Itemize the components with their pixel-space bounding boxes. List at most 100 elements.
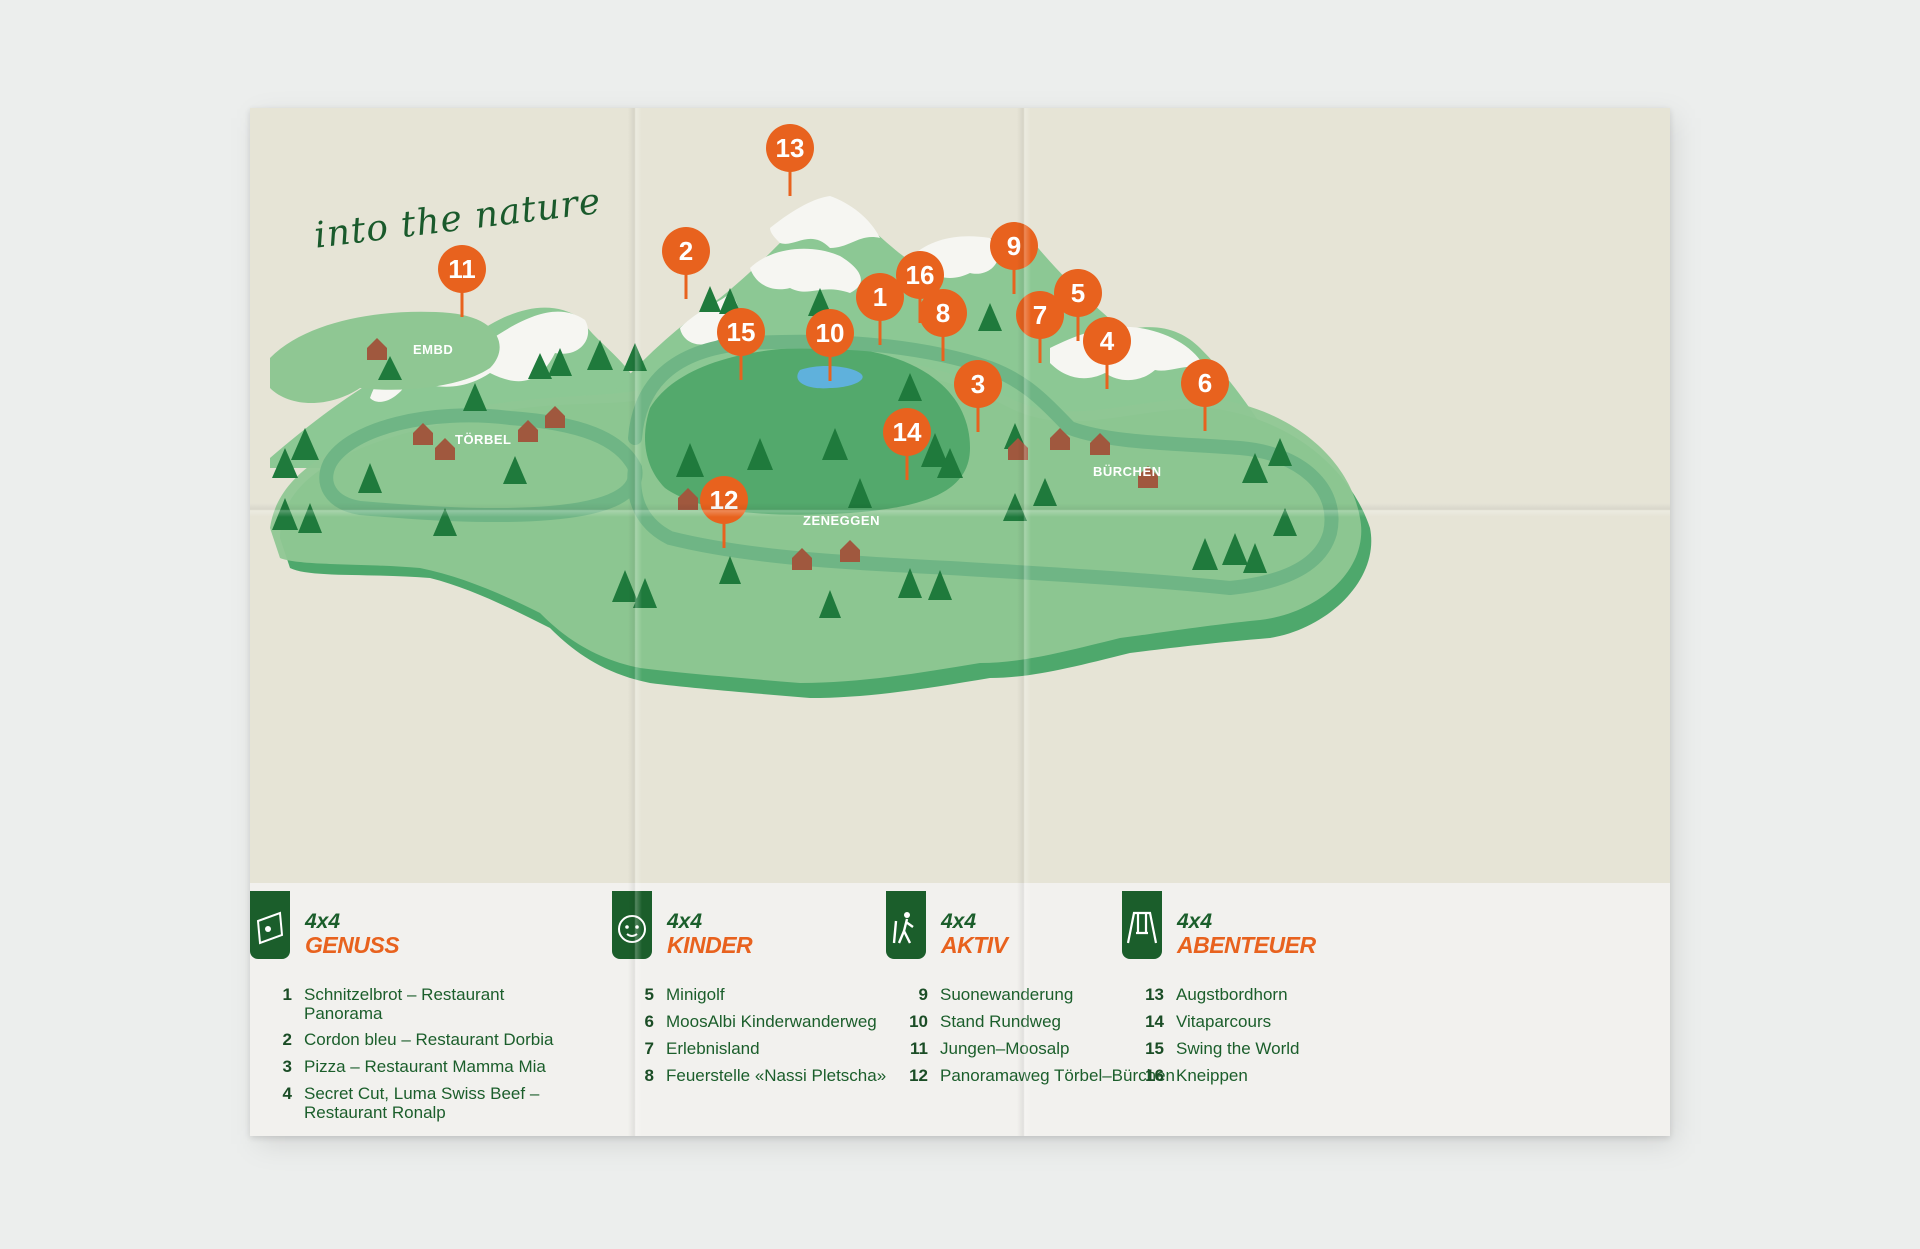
- tree: [1222, 533, 1248, 565]
- pin-number: 3: [971, 369, 985, 399]
- pin-8[interactable]: 8: [919, 289, 967, 361]
- pin-marker-icon[interactable]: [662, 227, 710, 275]
- pin-marker-icon[interactable]: [1083, 317, 1131, 365]
- pin-1[interactable]: 1: [856, 273, 904, 345]
- item-number: 5: [644, 985, 654, 1004]
- tree: [612, 570, 638, 602]
- tree: [1273, 508, 1297, 536]
- tree: [822, 428, 848, 460]
- pin-marker-icon[interactable]: [896, 251, 944, 299]
- item-number: 2: [282, 1030, 292, 1049]
- place-label-toerbel: TÖRBEL: [455, 432, 511, 447]
- pin-number: 15: [727, 317, 756, 347]
- house: [840, 540, 860, 562]
- item-text: Swing the World: [1176, 1039, 1300, 1058]
- place-label-buerchen: BÜRCHEN: [1093, 464, 1162, 479]
- tree: [937, 448, 963, 478]
- pin-16[interactable]: 16: [896, 251, 944, 323]
- category-prefix: 4x4: [941, 910, 977, 933]
- tree: [676, 443, 704, 477]
- item-text: Minigolf: [666, 985, 725, 1004]
- pin-number: 8: [936, 298, 950, 328]
- item-text: Augstbordhorn: [1176, 985, 1288, 1004]
- list-item: 16 Kneippen: [1134, 1066, 1454, 1086]
- pin-11[interactable]: 11: [438, 245, 486, 317]
- tree: [978, 303, 1002, 331]
- category-prefix: 4x4: [667, 910, 703, 933]
- pin-marker-icon[interactable]: [1181, 359, 1229, 407]
- pin-number: 1: [873, 282, 887, 312]
- pin-marker-icon[interactable]: [954, 360, 1002, 408]
- pin-12[interactable]: 12: [700, 476, 748, 548]
- tree: [291, 428, 319, 460]
- pin-4[interactable]: 4: [1083, 317, 1131, 389]
- item-number: 8: [644, 1066, 654, 1085]
- item-text: Stand Rundweg: [940, 1012, 1061, 1031]
- item-number: 16: [1145, 1066, 1164, 1085]
- item-text: Pizza – Restaurant Mamma Mia: [304, 1057, 546, 1076]
- pin-number: 12: [710, 485, 739, 515]
- item-text: Kneippen: [1176, 1066, 1248, 1085]
- pin-15[interactable]: 15: [717, 308, 765, 380]
- pin-10[interactable]: 10: [806, 309, 854, 381]
- pin-marker-icon[interactable]: [883, 408, 931, 456]
- list-item: 13 Augstbordhorn: [1134, 985, 1454, 1005]
- house: [1138, 466, 1158, 488]
- pin-marker-icon[interactable]: [806, 309, 854, 357]
- pin-marker-icon[interactable]: [700, 476, 748, 524]
- item-text: Panoramaweg Törbel–Bürchen: [940, 1066, 1175, 1085]
- pin-marker-icon[interactable]: [990, 222, 1038, 270]
- fold-line: [1017, 108, 1031, 1136]
- pin-9[interactable]: 9: [990, 222, 1038, 294]
- item-text: Erlebnisland: [666, 1039, 760, 1058]
- pin-2[interactable]: 2: [662, 227, 710, 299]
- pin-marker-icon[interactable]: [717, 308, 765, 356]
- pin-marker-icon[interactable]: [919, 289, 967, 337]
- pin-marker-icon[interactable]: [438, 245, 486, 293]
- pin-7[interactable]: 7: [1016, 291, 1064, 363]
- house: [1050, 428, 1070, 450]
- fold-line: [628, 108, 642, 1136]
- item-text: Vitaparcours: [1176, 1012, 1272, 1031]
- tree: [272, 498, 298, 530]
- pin-3[interactable]: 3: [954, 360, 1002, 432]
- place-label-zeneggen: ZENEGGEN: [803, 513, 880, 528]
- pin-marker-icon[interactable]: [1016, 291, 1064, 339]
- tree: [1243, 543, 1267, 573]
- snow-cap-center: [680, 196, 999, 345]
- item-text: Feuerstelle «Nassi Pletscha»: [666, 1066, 887, 1085]
- tree: [623, 343, 647, 371]
- item-number: 13: [1145, 985, 1164, 1004]
- pin-5[interactable]: 5: [1054, 269, 1102, 341]
- item-number: 6: [644, 1012, 654, 1031]
- pin-marker-icon[interactable]: [1054, 269, 1102, 317]
- tree: [548, 348, 572, 376]
- pin-marker-icon[interactable]: [766, 124, 814, 172]
- pin-number: 7: [1033, 300, 1047, 330]
- pin-number: 16: [906, 260, 935, 290]
- list-item: 5 Minigolf: [624, 985, 944, 1005]
- pin-13[interactable]: 13: [766, 124, 814, 196]
- pin-6[interactable]: 6: [1181, 359, 1229, 431]
- pin-marker-icon[interactable]: [856, 273, 904, 321]
- tree: [463, 383, 487, 411]
- item-text: Cordon bleu – Restaurant Dorbia: [304, 1030, 554, 1049]
- item-number: 15: [1145, 1039, 1164, 1058]
- list-item: 15 Swing the World: [1134, 1039, 1454, 1059]
- item-number: 12: [909, 1066, 928, 1085]
- tree: [1242, 453, 1268, 483]
- house: [518, 420, 538, 442]
- tree: [1003, 493, 1027, 521]
- pin-14[interactable]: 14: [883, 408, 931, 480]
